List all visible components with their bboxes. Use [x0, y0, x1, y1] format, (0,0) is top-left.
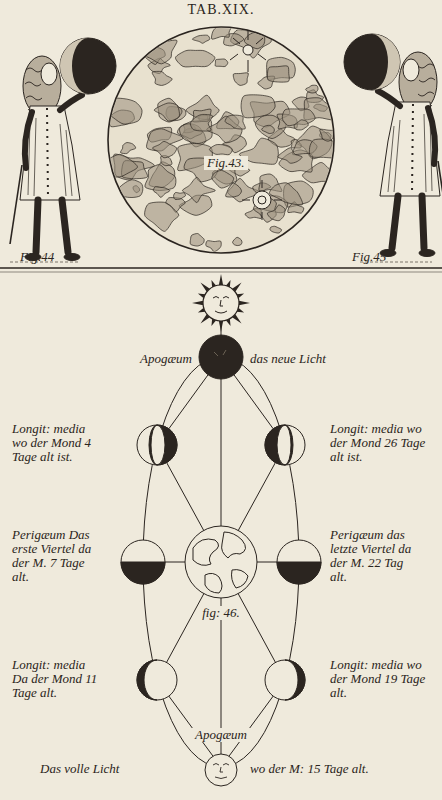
- maria-patch: [211, 25, 231, 39]
- maria-patch: [233, 237, 242, 245]
- maria-patch: [190, 114, 212, 131]
- phase-label: Longit: media Da der Mond 11 Tage alt.: [12, 658, 98, 700]
- maria-patch: [145, 202, 179, 231]
- held-globe: [60, 38, 116, 94]
- maria-patch: [267, 205, 285, 221]
- sword: [10, 165, 22, 244]
- earth-symbol: [185, 526, 257, 598]
- figure-number: fig: 46.: [199, 606, 243, 620]
- position-label: Apogæum: [192, 728, 250, 742]
- orbit-lines: [143, 321, 299, 767]
- sun-ray: [192, 301, 203, 305]
- maria-patch: [138, 40, 177, 64]
- moon-maria: [100, 25, 341, 252]
- phase-label: Longit: media wo der Mond 26 Tage alt is…: [330, 422, 426, 464]
- maria-patch: [269, 183, 302, 205]
- maria-patch: [174, 192, 186, 199]
- moon-surface: [100, 25, 341, 253]
- maria-patch: [294, 120, 308, 130]
- plate-title: TAB.XIX.: [188, 3, 255, 17]
- maria-patch: [182, 177, 215, 202]
- phase-label: Perigæum das letzte Viertel da der M. 22…: [330, 528, 414, 584]
- figure-number: Fig.43.: [204, 156, 248, 170]
- phase-label: Longit: media wo der Mond 19 Tage alt.: [330, 658, 426, 700]
- maria-patch: [209, 145, 232, 155]
- maria-patch: [262, 125, 275, 133]
- spokes: [143, 445, 299, 680]
- new-moon: [199, 335, 243, 379]
- phase-label: das neue Licht: [250, 352, 326, 366]
- raised-arm: [60, 95, 82, 110]
- maria-patch: [233, 73, 248, 86]
- phase-label: Perigæum Das erste Viertel da der M. 7 T…: [12, 528, 92, 584]
- maria-patch: [152, 141, 176, 157]
- maria-patch: [154, 103, 179, 121]
- maria-patch: [226, 183, 242, 197]
- figure-number: Fig.45: [352, 250, 386, 264]
- face: [41, 63, 57, 85]
- demonstrator-figure: [10, 38, 116, 261]
- sun-rays: [192, 274, 250, 332]
- maria-patch: [145, 165, 176, 191]
- moon-disc: [108, 27, 334, 253]
- maria-patch: [215, 59, 228, 67]
- maria-patch: [190, 234, 204, 247]
- maria-patch: [100, 154, 137, 177]
- phase-label: Das volle Licht: [40, 762, 119, 776]
- legs: [36, 200, 68, 252]
- maria-patch: [278, 148, 302, 164]
- phase-label: Longit: media wo der Mond 4 Tage alt ist…: [12, 422, 98, 464]
- maria-patch: [192, 35, 209, 43]
- sun-symbol: [192, 274, 250, 332]
- maria-patch: [306, 85, 318, 93]
- maria-patch: [152, 71, 172, 85]
- maria-patch: [153, 187, 169, 198]
- sun-ray: [219, 274, 223, 285]
- maria-patch: [267, 66, 289, 82]
- position-label: Apogæum: [140, 352, 192, 366]
- maria-patch: [270, 226, 282, 233]
- maria-patch: [320, 129, 335, 141]
- maria-patch: [206, 241, 221, 252]
- maria-patch: [175, 50, 214, 67]
- moon-phases: [121, 335, 321, 786]
- sun-ray: [239, 301, 250, 305]
- maria-patch: [241, 95, 275, 118]
- maria-patch: [309, 139, 338, 158]
- maria-patch: [118, 180, 143, 198]
- demonstrator-figure: [344, 34, 442, 257]
- crater: [230, 30, 282, 220]
- figure-number: Fig.44: [20, 250, 54, 264]
- maria-patch: [105, 98, 142, 124]
- full-moon: [205, 754, 237, 786]
- phase-label: wo der M: 15 Tage alt.: [250, 762, 369, 776]
- maria-patch: [225, 115, 245, 129]
- sun-ray: [219, 321, 223, 332]
- coat: [20, 106, 80, 200]
- chords: [157, 357, 285, 767]
- maria-patch: [121, 143, 136, 154]
